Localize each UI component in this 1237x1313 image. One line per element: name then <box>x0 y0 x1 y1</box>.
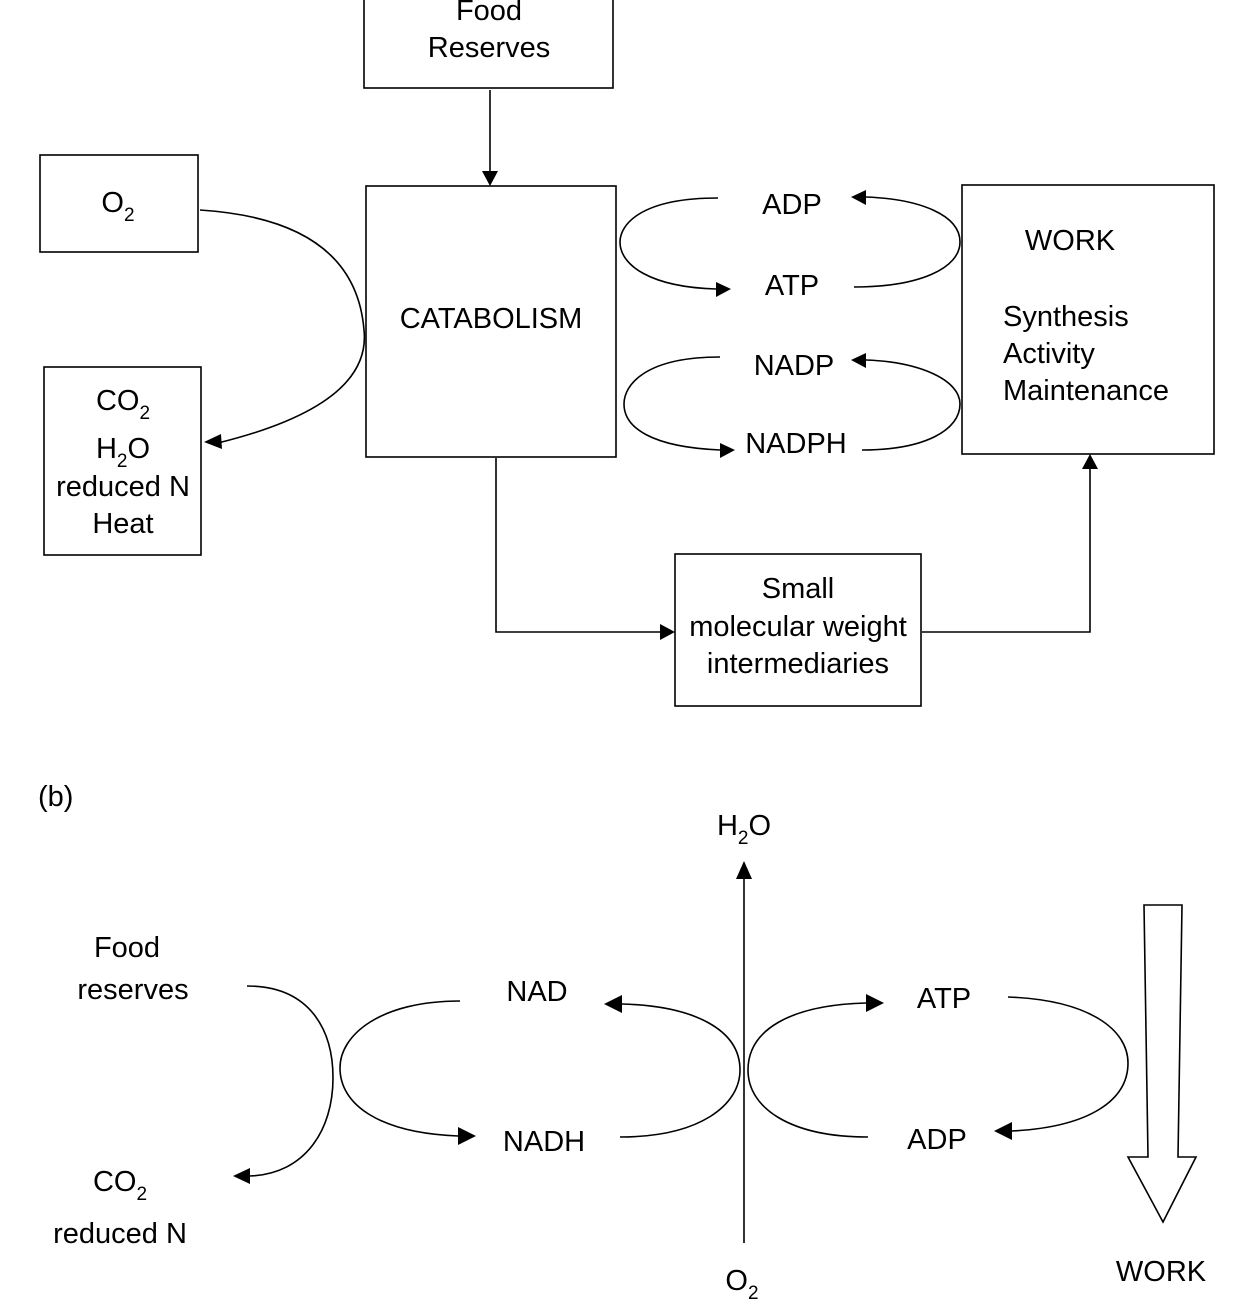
products-box <box>43 366 202 556</box>
co2-label: CO2 <box>96 385 150 424</box>
heat-label: Heat <box>92 508 153 540</box>
intermediaries-line-3: intermediaries <box>707 648 889 680</box>
catabolism-label: CATABOLISM <box>400 303 583 335</box>
intermediaries-line-1: Small <box>762 573 835 605</box>
food-reserves-line-2: Reserves <box>428 32 551 64</box>
o2-bottom-label: O2 <box>725 1265 758 1304</box>
work-item-synthesis: Synthesis <box>1003 301 1129 333</box>
catabolism-box <box>365 185 617 458</box>
food-reserves-line-1: Food <box>456 0 522 27</box>
nad-nadh-cycle: NAD NADH <box>339 976 741 1158</box>
work-node: WORK Synthesis Activity Maintenance <box>961 184 1215 455</box>
o2-to-products-arrow <box>199 209 366 449</box>
work-output: WORK <box>1116 904 1207 1288</box>
adp-label: ADP <box>762 189 822 221</box>
panel-b-label: (b) <box>38 781 73 813</box>
food-reserves-b-line-1: Food <box>94 932 160 964</box>
products-node: CO2 H2O reduced N Heat <box>43 366 202 556</box>
catabolism-node: CATABOLISM <box>365 185 617 458</box>
panel-a: Food Reserves O2 CO2 H2O reduced N Heat <box>39 0 1215 707</box>
o2-node: O2 <box>39 154 199 253</box>
adp-b-label: ADP <box>907 1124 967 1156</box>
work-box <box>961 184 1215 455</box>
o2-to-h2o-axis: H2O O2 <box>717 810 771 1304</box>
reduced-n-label: reduced N <box>56 471 190 503</box>
o2-box <box>39 154 199 253</box>
adp-atp-cycle: ADP ATP <box>619 189 961 302</box>
work-item-activity: Activity <box>1003 338 1095 370</box>
atp-label: ATP <box>765 270 819 302</box>
work-arrow <box>1126 904 1198 1224</box>
work-b-label: WORK <box>1116 1256 1207 1288</box>
intermediaries-box <box>674 553 922 707</box>
nadph-label: NADPH <box>745 428 847 460</box>
panel-b: (b) H2O O2 Food reserves CO2 reduced N N… <box>38 781 1207 1304</box>
co2-b-label: CO2 <box>93 1166 147 1205</box>
o2-label: O2 <box>101 187 134 226</box>
food-reserves-node: Food Reserves <box>363 0 614 89</box>
work-title: WORK <box>1025 225 1116 257</box>
atp-b-label: ATP <box>917 983 971 1015</box>
catabolism-to-intermediaries-arrow <box>495 458 675 640</box>
nad-label: NAD <box>506 976 567 1008</box>
reduced-n-b-label: reduced N <box>53 1218 187 1250</box>
nadp-nadph-cycle: NADP NADPH <box>623 350 961 460</box>
work-item-maintenance: Maintenance <box>1003 375 1169 407</box>
intermediaries-line-2: molecular weight <box>689 611 907 643</box>
intermediaries-node: Small molecular weight intermediaries <box>674 553 922 707</box>
nadp-label: NADP <box>754 350 835 382</box>
atp-adp-cycle: ATP ADP <box>747 983 1129 1156</box>
intermediaries-to-work-arrow <box>922 454 1098 633</box>
food-reserves-b-line-2: reserves <box>77 974 188 1006</box>
food-to-catabolism-arrow <box>482 90 498 186</box>
food-reserves-group: Food reserves CO2 reduced N <box>53 932 334 1250</box>
h2o-top-label: H2O <box>717 810 771 849</box>
h2o-label: H2O <box>96 433 150 472</box>
nadh-label: NADH <box>503 1126 585 1158</box>
food-reserves-box <box>363 0 614 89</box>
